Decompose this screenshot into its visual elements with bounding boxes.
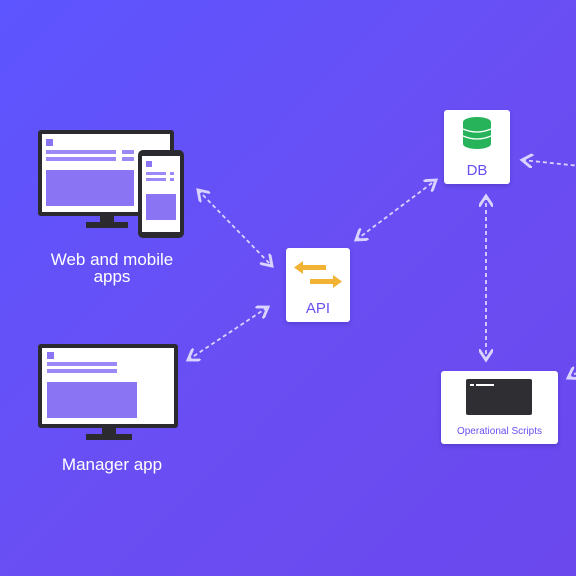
db-card: DB bbox=[444, 110, 510, 184]
ops-card: Operational Scripts bbox=[441, 371, 558, 444]
db-label: DB bbox=[466, 162, 488, 179]
api-label: API bbox=[305, 300, 331, 317]
web-mobile-label: Web and mobile apps bbox=[22, 251, 202, 285]
connector-db-offscreen bbox=[522, 160, 576, 166]
web-mobile-label-line2: apps bbox=[93, 267, 131, 286]
manager-label: Manager app bbox=[61, 455, 163, 474]
desktop-and-phone-icon bbox=[38, 130, 184, 238]
api-card: API bbox=[286, 248, 350, 322]
connector-manager-api bbox=[188, 307, 268, 360]
database-icon bbox=[462, 117, 492, 149]
manager-node bbox=[38, 342, 180, 452]
connector-ops-offscreen bbox=[568, 365, 576, 378]
web-mobile-node bbox=[30, 128, 190, 248]
swap-arrows-icon bbox=[294, 261, 342, 288]
connector-api-db bbox=[356, 180, 436, 240]
desktop-icon bbox=[38, 344, 178, 440]
web-mobile-label-line1: Web and mobile bbox=[50, 250, 174, 269]
connector-web-api bbox=[198, 190, 272, 266]
ops-label: Operational Scripts bbox=[456, 426, 543, 437]
terminal-icon bbox=[466, 379, 532, 415]
